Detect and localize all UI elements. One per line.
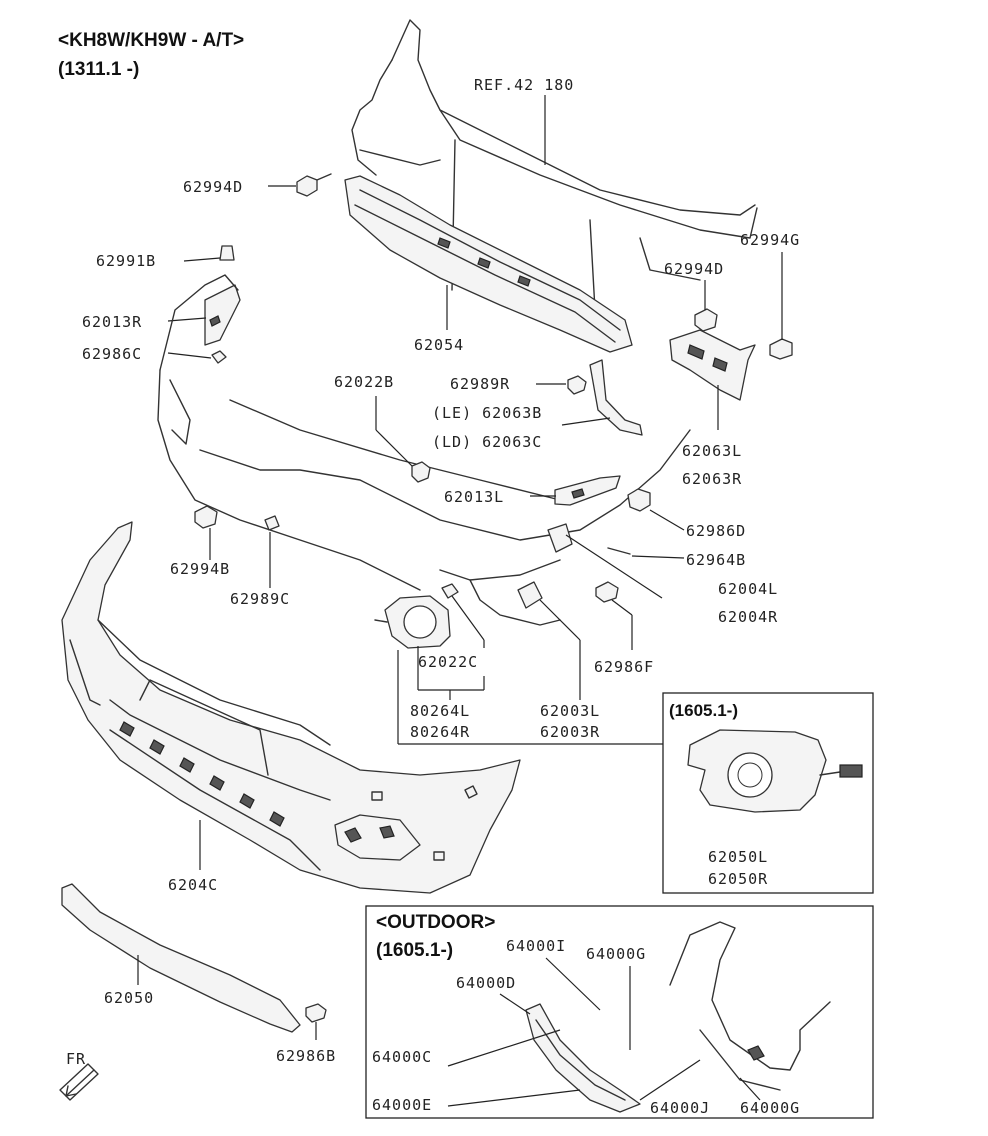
label-62050L: 62050L: [708, 848, 768, 866]
label-62991B: 62991B: [96, 252, 156, 270]
model-title: <KH8W/KH9W - A/T>: [58, 30, 244, 51]
strip-62063B: [589, 359, 643, 436]
clip-62991B: [219, 245, 235, 261]
label-62013L: 62013L: [444, 488, 504, 506]
clip-62994D-upper-left: [296, 173, 332, 197]
inset-foglamp: (1605.1-) 62050L 62050R: [662, 692, 874, 894]
label-62986C: 62986C: [82, 345, 142, 363]
label-62994G: 62994G: [740, 231, 800, 249]
label-80264R: 80264R: [410, 723, 470, 741]
upper-beam-62054: [344, 175, 633, 353]
bracket-62003L: [517, 581, 543, 609]
label-62003R: 62003R: [540, 723, 600, 741]
label-62054: 62054: [414, 336, 464, 354]
lower-garnish-62050: [61, 883, 301, 1033]
clip-62994D-right: [694, 308, 718, 332]
label-64000G-top: 64000G: [586, 945, 646, 963]
clip-62986B: [305, 1003, 327, 1023]
label-62994D-a: 62994D: [183, 178, 243, 196]
clip-62022C: [441, 583, 459, 599]
side-bracket-62013L: [554, 475, 621, 506]
label-64000E: 64000E: [372, 1096, 432, 1114]
clip-62986F: [595, 581, 619, 603]
label-64000J: 64000J: [650, 1099, 710, 1117]
label-62063B: (LE) 62063B: [432, 404, 542, 422]
label-62050: 62050: [104, 989, 154, 1007]
label-64000I: 64000I: [506, 937, 566, 955]
front-arrow-icon: [59, 1063, 99, 1101]
label-64000G-bottom: 64000G: [740, 1099, 800, 1117]
front-bumper-6204C: [61, 521, 521, 894]
date-range: (1311.1 -): [58, 59, 139, 80]
ref-label: REF.42 180: [474, 76, 574, 94]
clip-62022B: [411, 461, 431, 483]
label-64000D: 64000D: [456, 974, 516, 992]
label-62063L: 62063L: [682, 442, 742, 460]
label-62994D-b: 62994D: [664, 260, 724, 278]
side-bracket-62013R: [204, 284, 241, 364]
label-62994B: 62994B: [170, 560, 230, 578]
inset-foglamp-title: (1605.1-): [669, 701, 738, 720]
label-62003L: 62003L: [540, 702, 600, 720]
label-62022C: 62022C: [418, 653, 478, 671]
label-62063R: 62063R: [682, 470, 742, 488]
label-62063C: (LD) 62063C: [432, 433, 542, 451]
label-62986D: 62986D: [686, 522, 746, 540]
foglamp-bezel-80264L: [374, 595, 451, 649]
label-80264L: 80264L: [410, 702, 470, 720]
label-fr: FR: [66, 1050, 86, 1068]
label-62989R: 62989R: [450, 375, 510, 393]
label-64000C: 64000C: [372, 1048, 432, 1066]
clip-62986D: [627, 488, 651, 512]
label-62989C: 62989C: [230, 590, 290, 608]
label-62004L: 62004L: [718, 580, 778, 598]
clip-62989R: [567, 375, 587, 395]
inset-outdoor-date: (1605.1-): [376, 940, 453, 961]
label-62013R: 62013R: [82, 313, 142, 331]
clip-62989C: [264, 515, 280, 531]
inset-outdoor-title: <OUTDOOR>: [376, 912, 495, 933]
label-62004R: 62004R: [718, 608, 778, 626]
label-62986B: 62986B: [276, 1047, 336, 1065]
bracket-62063L: [669, 329, 756, 401]
label-62964B: 62964B: [686, 551, 746, 569]
bumper-outline: [157, 274, 691, 626]
bracket-62004L: [547, 523, 631, 555]
clip-62994B: [194, 505, 218, 529]
label-62022B: 62022B: [334, 373, 394, 391]
label-6204C: 6204C: [168, 876, 218, 894]
label-62050R: 62050R: [708, 870, 768, 888]
inset-outdoor: <OUTDOOR> (1605.1-) 64000I 64000G 64000D…: [365, 905, 874, 1119]
clip-62994G: [769, 338, 793, 360]
label-62986F: 62986F: [594, 658, 654, 676]
